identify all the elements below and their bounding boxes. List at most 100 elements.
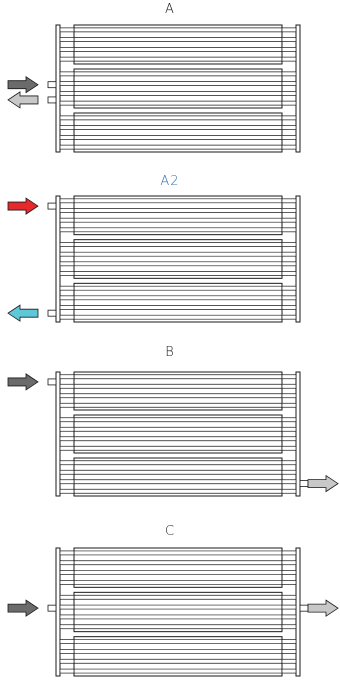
variant-label-c: C bbox=[164, 524, 176, 539]
port-left bbox=[47, 309, 57, 317]
block-frame bbox=[73, 68, 283, 109]
tube-connector-left bbox=[59, 374, 75, 380]
tube-connector-right bbox=[281, 383, 297, 389]
tube-connector-right bbox=[281, 144, 297, 150]
tube-connector-left bbox=[59, 550, 75, 556]
tube-connector-left bbox=[59, 639, 75, 644]
tube-connector-left bbox=[59, 208, 75, 213]
port-left bbox=[47, 202, 57, 210]
tube-connector-left bbox=[59, 488, 75, 494]
right-header bbox=[295, 24, 301, 153]
tube-connector-right bbox=[281, 125, 297, 130]
left-header bbox=[55, 371, 61, 497]
tube-connector-left bbox=[59, 305, 75, 310]
tube-block bbox=[59, 636, 297, 677]
tube-connector-left bbox=[59, 115, 75, 121]
tube-connector-left bbox=[59, 91, 75, 96]
tube-connector-left bbox=[59, 624, 75, 630]
tube-connector-left bbox=[59, 658, 75, 664]
tube-connector-left bbox=[59, 144, 75, 150]
tube-connector-left bbox=[59, 135, 75, 140]
tube-connector-right bbox=[281, 251, 297, 257]
tube-connector-right bbox=[281, 436, 297, 442]
tube-connector-right bbox=[281, 402, 297, 408]
flow-in-arrow bbox=[7, 197, 39, 215]
tube-connector-right bbox=[281, 639, 297, 644]
tube-block bbox=[59, 239, 297, 279]
tube-connector-left bbox=[59, 125, 75, 130]
tube-connector-left bbox=[59, 27, 75, 33]
variant-label-a: A bbox=[165, 2, 175, 17]
tube-connector-right bbox=[281, 271, 297, 276]
left-header bbox=[55, 547, 61, 677]
tube-connector-right bbox=[281, 658, 297, 664]
tube-connector-right bbox=[281, 488, 297, 494]
flow-in-arrow bbox=[7, 75, 39, 94]
tube-connector-left bbox=[59, 479, 75, 485]
block-frame bbox=[73, 282, 283, 323]
tube-connector-left bbox=[59, 445, 75, 451]
tube-connector-left bbox=[59, 436, 75, 442]
tube-connector-left bbox=[59, 47, 75, 52]
flow-in-arrow bbox=[7, 599, 39, 617]
tube-connector-right bbox=[281, 208, 297, 213]
tube-connector-left bbox=[59, 314, 75, 320]
tube-connector-left bbox=[59, 217, 75, 223]
tube-connector-right bbox=[281, 285, 297, 291]
tube-connector-right bbox=[281, 295, 297, 301]
left-header bbox=[55, 195, 61, 323]
block-frame bbox=[73, 547, 283, 588]
block-frame bbox=[73, 636, 283, 677]
flow-out-arrow bbox=[307, 599, 339, 617]
tube-block bbox=[59, 457, 297, 497]
tube-connector-right bbox=[281, 426, 297, 432]
tube-connector-left bbox=[59, 37, 75, 42]
tube-connector-right bbox=[281, 115, 297, 121]
tube-block bbox=[59, 24, 297, 65]
block-frame bbox=[73, 371, 283, 411]
flow-out-arrow bbox=[307, 474, 339, 493]
right-header bbox=[295, 371, 301, 497]
tube-block bbox=[59, 414, 297, 454]
tube-connector-right bbox=[281, 560, 297, 566]
tube-connector-right bbox=[281, 100, 297, 106]
flow-out-arrow bbox=[7, 91, 39, 109]
tube-connector-left bbox=[59, 560, 75, 566]
tube-connector-right bbox=[281, 227, 297, 233]
tube-connector-right bbox=[281, 594, 297, 600]
tube-connector-left bbox=[59, 604, 75, 610]
port-left bbox=[47, 96, 57, 104]
port-right bbox=[299, 604, 309, 612]
tube-connector-left bbox=[59, 580, 75, 585]
tube-connector-left bbox=[59, 460, 75, 466]
tube-connector-right bbox=[281, 261, 297, 267]
tube-connector-right bbox=[281, 91, 297, 96]
tube-connector-right bbox=[281, 37, 297, 42]
tube-connector-left bbox=[59, 261, 75, 267]
block-frame bbox=[73, 195, 283, 236]
tube-connector-right bbox=[281, 550, 297, 556]
tube-connector-right bbox=[281, 580, 297, 585]
tube-connector-left bbox=[59, 469, 75, 475]
tube-connector-right bbox=[281, 624, 297, 630]
port-left bbox=[47, 81, 57, 89]
tube-connector-right bbox=[281, 445, 297, 451]
tube-block bbox=[59, 195, 297, 236]
block-frame bbox=[73, 112, 283, 153]
tube-connector-right bbox=[281, 305, 297, 310]
tube-connector-right bbox=[281, 242, 297, 247]
tube-connector-left bbox=[59, 227, 75, 233]
variant-label-a2: A2 bbox=[160, 174, 180, 189]
tube-connector-right bbox=[281, 47, 297, 52]
tube-connector-right bbox=[281, 135, 297, 140]
tube-connector-left bbox=[59, 417, 75, 423]
tube-connector-left bbox=[59, 426, 75, 432]
tube-connector-left bbox=[59, 668, 75, 674]
block-frame bbox=[73, 24, 283, 65]
tube-block bbox=[59, 68, 297, 109]
tube-connector-left bbox=[59, 594, 75, 600]
